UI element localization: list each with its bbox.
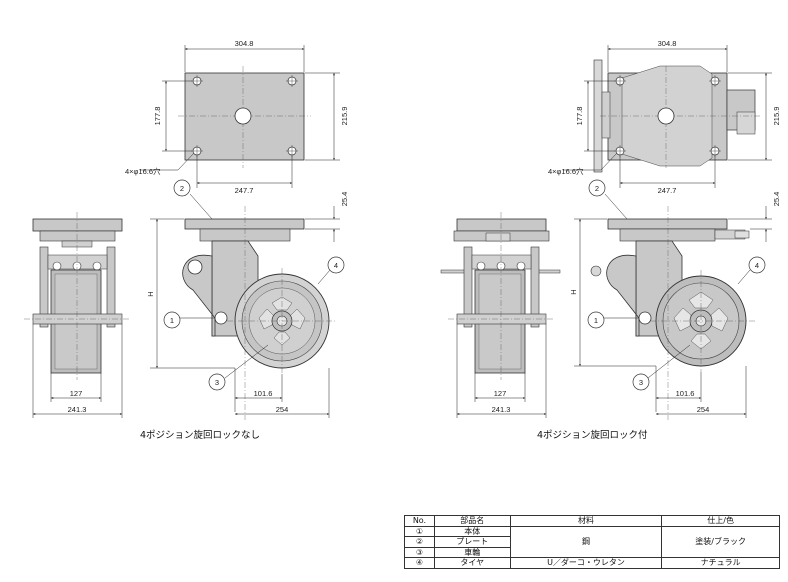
row-part-name: タイヤ	[433, 557, 511, 569]
row-part-name: 本体	[433, 525, 511, 537]
dim-offset: 101.6	[676, 389, 695, 398]
svg-text:3: 3	[215, 378, 219, 387]
dim-wheel-diameter: 254	[276, 405, 289, 414]
dim-top-height: 215.9	[340, 107, 349, 126]
dim-height: H	[146, 291, 155, 296]
row-part-name: プレート	[433, 536, 511, 548]
svg-text:1: 1	[594, 316, 598, 325]
parts-table-header: No. 部品名 材料 仕上/色	[404, 515, 780, 527]
row-no: ①	[404, 525, 435, 537]
header-finish: 仕上/色	[661, 515, 780, 527]
svg-text:2: 2	[595, 184, 599, 193]
dim-bolt-pitch-x: 247.7	[235, 186, 254, 195]
left-top-view: 304.8 215.9 177.8 247.7 4×φ16.6穴	[125, 39, 349, 195]
dim-bolt-pitch-y: 177.8	[153, 107, 162, 126]
dim-plate-thickness: 25.4	[772, 192, 781, 207]
callout-1: 1	[587, 311, 605, 329]
callout-3: 3	[632, 373, 650, 391]
dim-plate-thickness: 25.4	[340, 192, 349, 207]
header-material: 材料	[509, 515, 663, 527]
left-caption: 4ポジション旋回ロックなし	[140, 430, 261, 441]
row-no: ②	[404, 536, 435, 548]
left-side-view: 25.4 H 101.6 254 2 1 3 4	[146, 179, 349, 420]
right-caption: 4ポジション旋回ロック付	[537, 430, 648, 441]
callout-3: 3	[208, 373, 226, 391]
row-material-steel: 鋼	[509, 525, 663, 558]
dim-bolt-pitch-x: 247.7	[658, 186, 677, 195]
callout-1: 1	[163, 311, 181, 329]
right-side-view: 25.4 H 101.6 254 2 1 3 4	[569, 179, 781, 420]
dim-overall-width: 241.3	[68, 405, 87, 414]
kingpin-hole	[234, 107, 252, 125]
dim-wheel-diameter: 254	[697, 405, 710, 414]
row-material: U／ダーコ・ウレタン	[509, 557, 663, 569]
callout-2: 2	[588, 179, 606, 197]
row-finish-steel: 塗装/ブラック	[661, 525, 780, 558]
row-finish: ナチュラル	[661, 557, 780, 569]
row-no: ③	[404, 546, 435, 558]
right-front-view: 127 241.3	[440, 212, 561, 418]
table-row: ④ タイヤ U／ダーコ・ウレタン ナチュラル	[404, 557, 780, 569]
svg-text:4: 4	[755, 261, 759, 270]
left-front-view: 127 241.3	[24, 212, 130, 418]
parts-table: No. 部品名 材料 仕上/色 ① 本体 鋼 塗装/ブラック ② プレート ③ …	[404, 515, 780, 569]
callout-4: 4	[748, 256, 766, 274]
callout-2: 2	[173, 179, 191, 197]
dim-overall-width: 241.3	[492, 405, 511, 414]
table-row: ① 本体 鋼 塗装/ブラック	[404, 525, 780, 558]
callout-4: 4	[327, 256, 345, 274]
dim-top-height: 215.9	[772, 107, 781, 126]
right-top-view: 304.8 215.9 177.8 247.7 4×φ16.6穴	[548, 39, 781, 195]
svg-text:1: 1	[170, 316, 174, 325]
svg-text:4: 4	[334, 261, 338, 270]
dim-wheel-width: 127	[494, 389, 507, 398]
dim-top-width: 304.8	[658, 39, 677, 48]
dim-bolt-pitch-y: 177.8	[575, 107, 584, 126]
header-no: No.	[404, 515, 435, 527]
dim-height: H	[569, 289, 578, 294]
header-part-name: 部品名	[433, 515, 511, 527]
dim-top-width: 304.8	[235, 39, 254, 48]
svg-text:3: 3	[639, 378, 643, 387]
hole-note: 4×φ16.6穴	[125, 166, 161, 176]
hole-note: 4×φ16.6穴	[548, 166, 584, 176]
svg-text:2: 2	[180, 184, 184, 193]
dim-offset: 101.6	[254, 389, 273, 398]
row-part-name: 車輪	[433, 546, 511, 558]
dim-wheel-width: 127	[70, 389, 83, 398]
row-no: ④	[404, 557, 435, 569]
